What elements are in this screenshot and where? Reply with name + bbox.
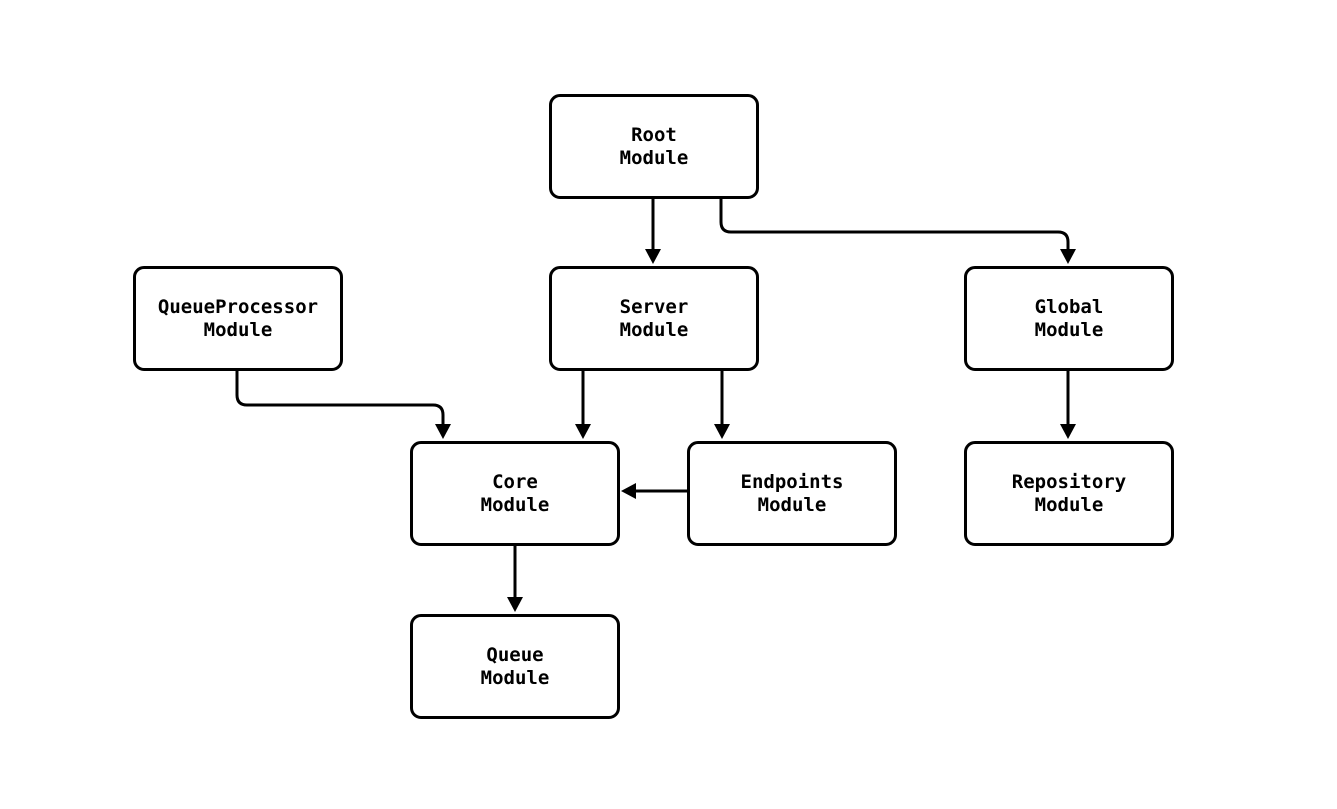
node-label-primary: Global [1034,295,1104,318]
arrowhead-root-to-server [645,249,661,264]
node-label-secondary: Module [480,666,550,689]
node-label-secondary: Module [1034,318,1104,341]
node-label-secondary: Module [1034,493,1104,516]
arrowhead-root-to-global [1060,249,1076,264]
node-label-secondary: Module [480,493,550,516]
arrowhead-core-to-queue [507,597,523,612]
edge-queueprocessor-to-core [235,371,445,425]
node-label-secondary: Module [203,318,273,341]
node-label-primary: Repository [1011,470,1127,493]
node-label-secondary: Module [757,493,827,516]
arrowhead-global-to-repository [1060,424,1076,439]
node-label-primary: Root [631,123,677,146]
arrowhead-endpoints-to-core [621,483,636,499]
node-label-primary: Server [619,295,689,318]
node-label-primary: QueueProcessor [157,295,319,318]
edge-arrowheads [435,249,1076,612]
arrowhead-server-to-core [575,424,591,439]
node-label-secondary: Module [619,318,689,341]
node-label-primary: Core [492,470,538,493]
node-label-primary: Endpoints [740,470,844,493]
arrowhead-server-to-endpoints [714,424,730,439]
edge-paths [235,199,1070,598]
node-label-primary: Queue [486,643,544,666]
node-label-secondary: Module [619,146,689,169]
edge-root-to-global [719,199,1070,250]
arrowhead-queueprocessor-to-core [435,424,451,439]
